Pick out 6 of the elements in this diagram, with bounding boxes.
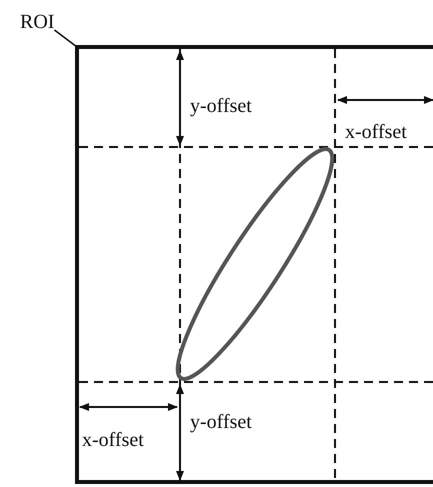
leader-line [54,29,78,48]
dimension-label: x-offset [82,430,144,450]
dimension-label: x-offset [345,122,407,142]
dimension-label: y-offset [190,96,252,116]
dimension-label: y-offset [190,412,252,432]
roi-label: ROI [20,12,54,32]
